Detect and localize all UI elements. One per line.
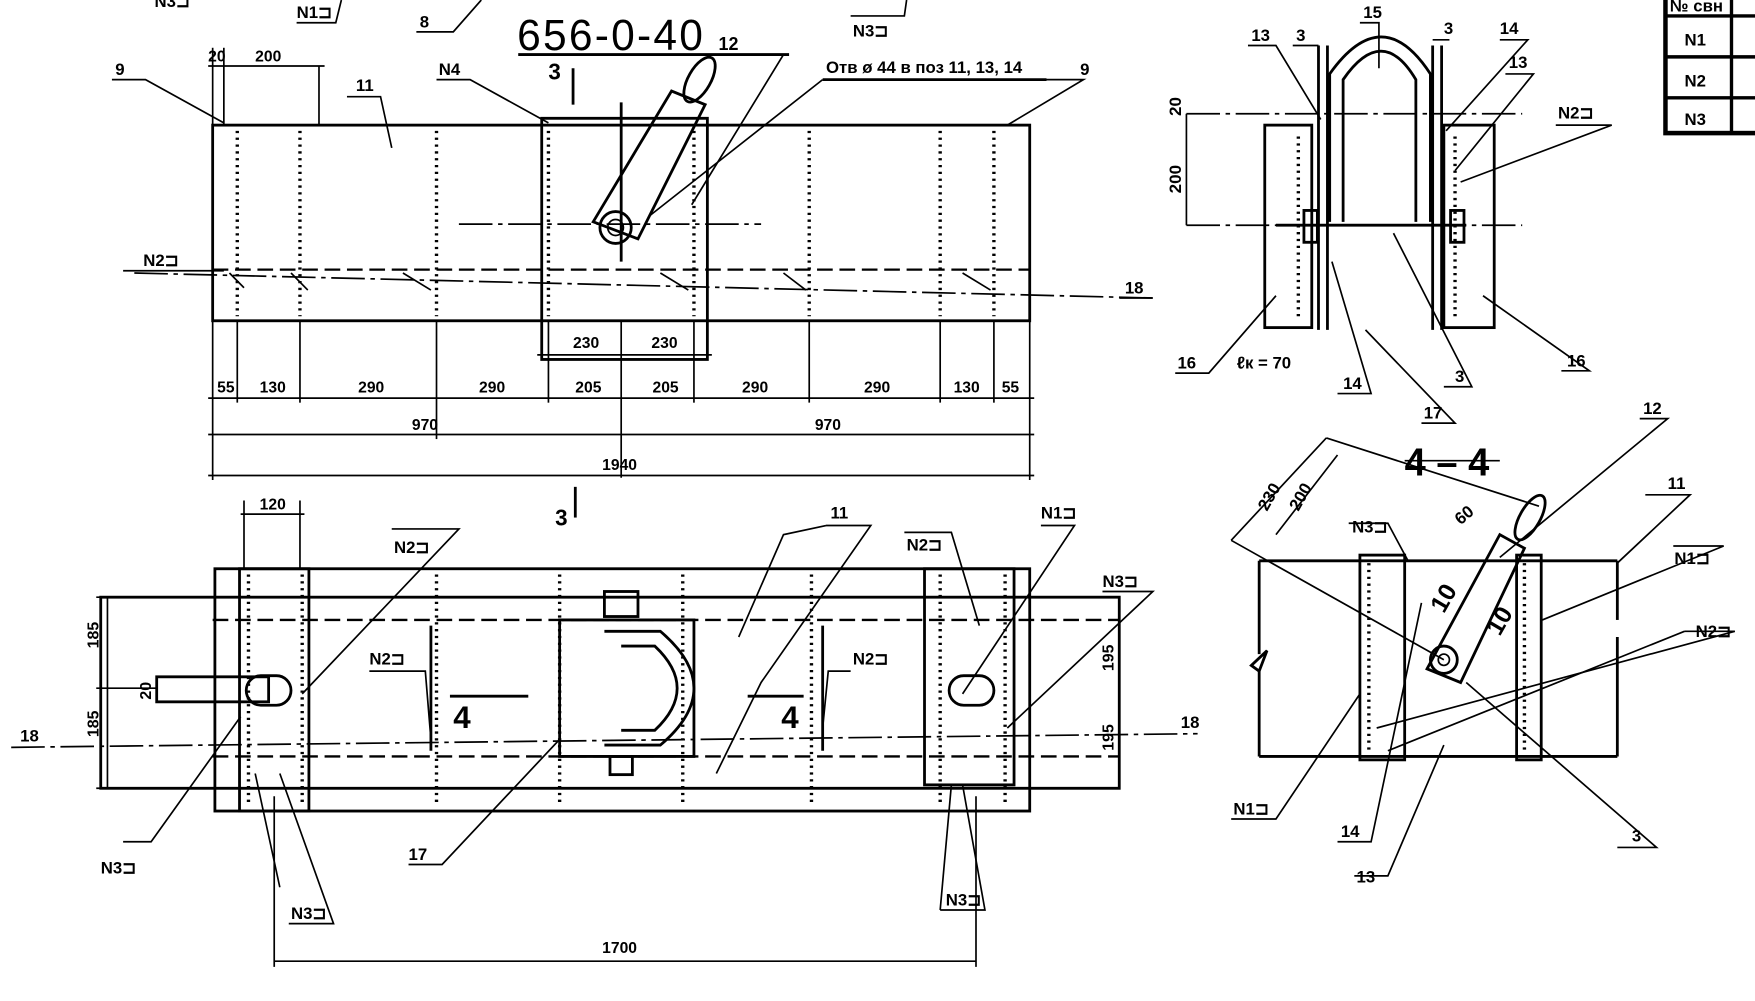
part-label: 14 [1343,374,1362,393]
part-label: N2⊐ [143,251,178,270]
part-label: N2⊐ [853,649,888,668]
part-label: N3⊐ [1102,572,1137,591]
hole-note: Отв ø 44 в поз 11, 13, 14 [826,58,1023,77]
part-label: N1⊐ [297,3,332,22]
table-header: № свн [1670,0,1723,15]
part-label: N1⊐ [1674,549,1709,568]
dim: 1700 [602,940,637,957]
part-label: 15 [1363,3,1382,22]
part-label: 14 [1500,19,1519,38]
dim: 230 [651,335,677,352]
dim: 3 [1444,19,1453,38]
section-mark: 3 [555,505,567,530]
dim: 130 [954,379,980,396]
part-label: N1⊐ [1233,799,1268,818]
dim: 205 [575,379,601,396]
part-label: 11 [830,504,848,523]
part-label: 9 [115,60,124,79]
part-label: N2⊐ [394,538,429,557]
dim: 130 [260,379,286,396]
part-label: 16 [1177,353,1196,372]
dim: 3 [1296,26,1305,45]
dim: 290 [479,379,505,396]
section-3-3 [1186,35,1523,330]
part-label: 17 [1424,403,1443,422]
section-mark: 4 [453,699,471,735]
part-label: 16 [1567,351,1586,370]
part-label: 18 [1181,713,1200,732]
part-label: 17 [409,845,428,864]
part-label: N3⊐ [291,904,326,923]
part-label: 3 [1632,827,1641,846]
part-label: N4 [439,60,461,79]
dim: 55 [1002,379,1020,396]
part-label: N3⊐ [154,0,189,11]
part-label: N3⊐ [1352,517,1387,536]
section-title: 4 – 4 [1405,441,1490,484]
drawing-title: 656-0-40 [517,12,705,60]
part-label: 11 [356,76,374,95]
section-mark: 4 [781,699,799,735]
weld-table: № свн N1 N2 N3 [1663,0,1755,136]
part-label: 8 [420,12,429,31]
dim: 970 [412,417,438,434]
part-label: 13 [1357,868,1376,887]
part-label: 13 [1251,26,1270,45]
part-label: N3⊐ [946,890,981,909]
dim: 200 [1285,480,1315,514]
part-label: N2⊐ [1558,103,1593,122]
dim: 205 [653,379,679,396]
dim: 60 [1451,502,1477,529]
part-label: 13 [1509,53,1528,72]
dim: 120 [260,496,286,513]
part-label: 3 [1455,367,1464,386]
dim: 230 [1254,480,1284,514]
dim: 185 [86,710,103,737]
dim: 290 [864,379,890,396]
dim: 970 [815,417,841,434]
table-cell: N1 [1684,30,1705,49]
dimension-lines [208,47,1035,481]
table-cell: N2 [1684,71,1705,90]
part-label: 9 [1080,60,1089,79]
part-label: N3⊐ [101,858,136,877]
table-cell: N3 [1684,110,1705,129]
dim: 20 [138,682,155,700]
dim: 290 [742,379,768,396]
part-label: 12 [1643,399,1662,418]
title-subscript: 12 [719,34,739,54]
dim: 290 [358,379,384,396]
dim: 230 [573,335,599,352]
dim: 200 [1166,165,1185,193]
part-label: 10 [1482,602,1519,640]
dim: 185 [86,622,103,649]
dim: 20 [1166,97,1185,116]
part-label: 14 [1341,822,1360,841]
part-label: N2⊐ [369,649,404,668]
dim: 55 [217,379,235,396]
part-label: 18 [1125,278,1144,297]
section-mark: 3 [548,59,560,84]
part-label: N2⊐ [1696,622,1731,641]
part-label: N3⊐ [853,21,888,40]
dim: 195 [1101,644,1118,671]
section-4-4 [1230,493,1619,762]
dim: 200 [255,48,281,65]
dim: 195 [1101,724,1118,751]
dim: 1940 [602,457,637,474]
part-label: ℓк = 70 [1237,353,1291,372]
front-view [134,55,1153,361]
part-label: 18 [20,727,39,746]
part-label: N1⊐ [1041,504,1076,523]
dim: 20 [208,48,226,65]
plan-view [11,567,1198,813]
part-label: 11 [1668,474,1686,493]
part-label: N2⊐ [907,535,942,554]
